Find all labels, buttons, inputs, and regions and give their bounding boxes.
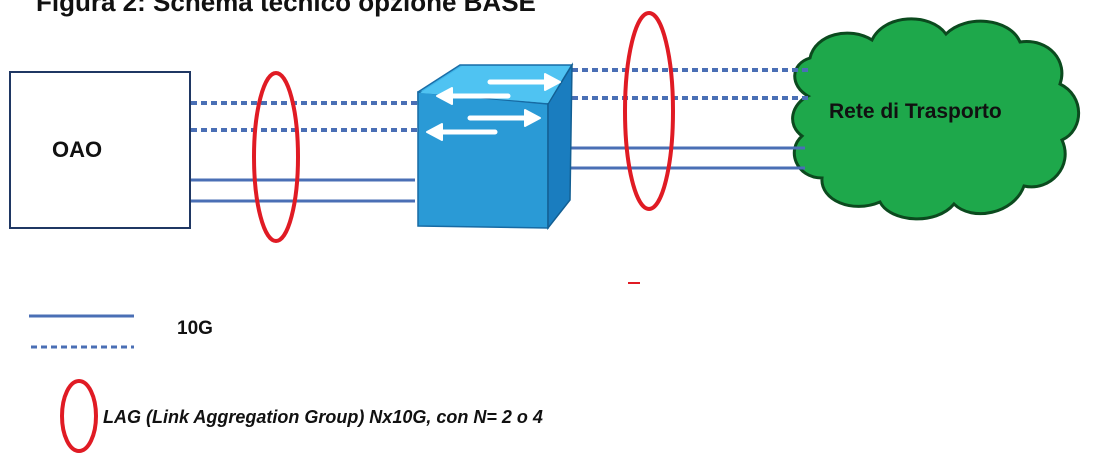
lag-ring-left (252, 71, 300, 243)
network-switch-icon (417, 62, 574, 231)
cloud-label: Rete di Trasporto (829, 100, 1002, 123)
legend-lag-label: LAG (Link Aggregation Group) Nx10G, con … (103, 407, 543, 427)
figure-title: Figura 2: Schema tecnico opzione BASE (36, 0, 536, 17)
switch-cloud-links (566, 68, 812, 170)
lag-ring-right (623, 11, 675, 211)
legend (29, 314, 134, 453)
cloud-icon (791, 17, 1081, 221)
legend-speed-label: 10G (177, 318, 213, 339)
oao-switch-links (191, 101, 418, 203)
oao-label: OAO (52, 137, 103, 162)
oao-box (9, 71, 191, 229)
lag-ellipse-icon (60, 379, 98, 453)
